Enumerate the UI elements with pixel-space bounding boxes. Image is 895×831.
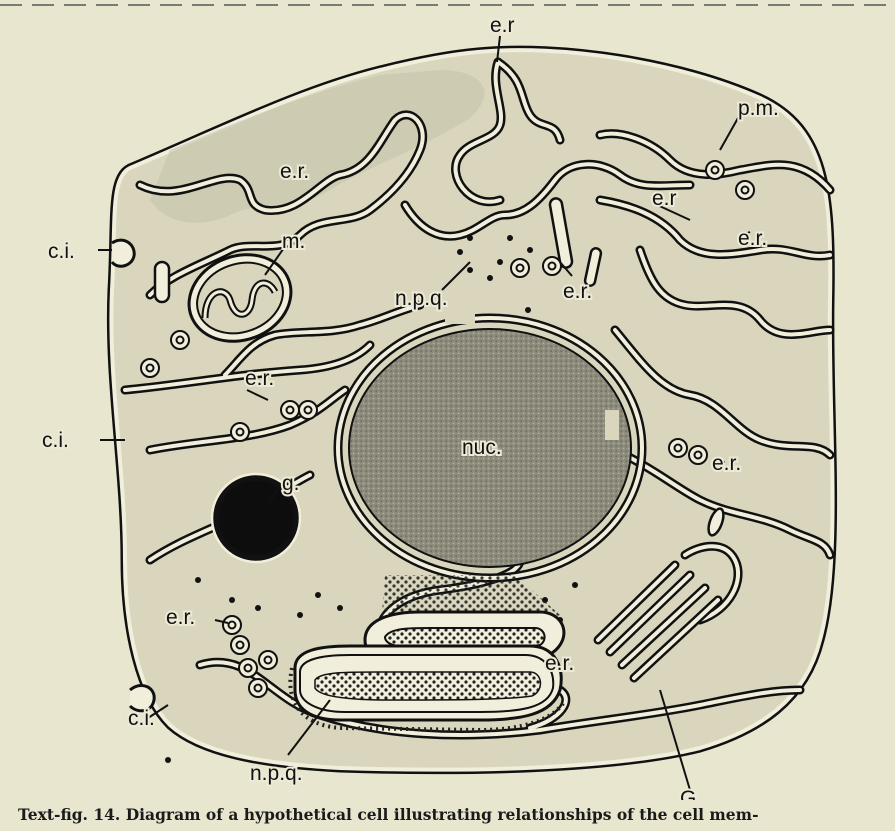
ribosome-dot (337, 605, 343, 611)
ribosome-dot (457, 249, 463, 255)
vesicle-ring-inner (245, 665, 252, 672)
vesicle-ring-inner (237, 642, 244, 649)
vesicle-ring-inner (695, 452, 702, 459)
label-er-right3: e.r. (712, 452, 741, 475)
ribosome-dot (315, 592, 321, 598)
vesicle-ring-inner (517, 265, 524, 272)
ribosome-dot (165, 757, 171, 763)
vesicle-ring-inner (177, 337, 184, 344)
ribosome-dot (507, 235, 513, 241)
label-er-upper-left: e.r. (280, 160, 309, 183)
ribosome-dot (229, 597, 235, 603)
ribosome-dot (467, 235, 473, 241)
vesicle-ring-inner (255, 685, 262, 692)
ribosome-dot (297, 612, 303, 618)
label-er-lower: e.r. (545, 652, 574, 675)
label-G: G (680, 787, 696, 800)
label-nuc: nuc. (462, 436, 502, 459)
ribosome-dot (572, 582, 578, 588)
vesicle-ring-inner (147, 365, 154, 372)
label-er-top: e.r (490, 14, 515, 37)
vesicle-ring-inner (265, 657, 272, 664)
figure-caption: Text-fig. 14. Diagram of a hypothetical … (18, 805, 759, 824)
ribosome-dot (525, 307, 531, 313)
ribosome-dot (467, 267, 473, 273)
label-npq-upper: n.p.q. (395, 287, 448, 310)
label-npq-lower: n.p.q. (250, 762, 303, 785)
label-er-lower-left: e.r. (166, 606, 195, 629)
vesicle-ring-inner (305, 407, 312, 414)
vesicle-ring-inner (287, 407, 294, 414)
vesicle-ring-inner (712, 167, 719, 174)
ribosome-dot (527, 247, 533, 253)
label-er-center: e.r. (563, 280, 592, 303)
label-ci-top: c.i. (48, 240, 75, 263)
label-er-mid-left: e.r. (245, 367, 274, 390)
label-er-right2: e.r. (738, 227, 767, 250)
ribosome-dot (255, 605, 261, 611)
vesicle-ring-inner (675, 445, 682, 452)
label-er-right1: e.r (652, 187, 677, 210)
ribosome-dot (487, 275, 493, 281)
label-ci-mid: c.i. (42, 429, 69, 452)
ribosome-dot (195, 577, 201, 583)
label-g: g. (282, 472, 300, 495)
vesicle-ring-inner (742, 187, 749, 194)
ribosome-dot (497, 259, 503, 265)
vesicle-ring-inner (237, 429, 244, 436)
vesicle-ring-inner (549, 263, 556, 270)
label-ci-bottom: c.i. (128, 707, 155, 730)
label-pm: p.m. (738, 97, 779, 120)
vesicle-ring-inner (229, 622, 236, 629)
label-m: m. (282, 230, 305, 253)
cell-diagram: e.r p.m. e.r. c.i. m. n.p.q. e.r. e.r e.… (0, 0, 895, 800)
